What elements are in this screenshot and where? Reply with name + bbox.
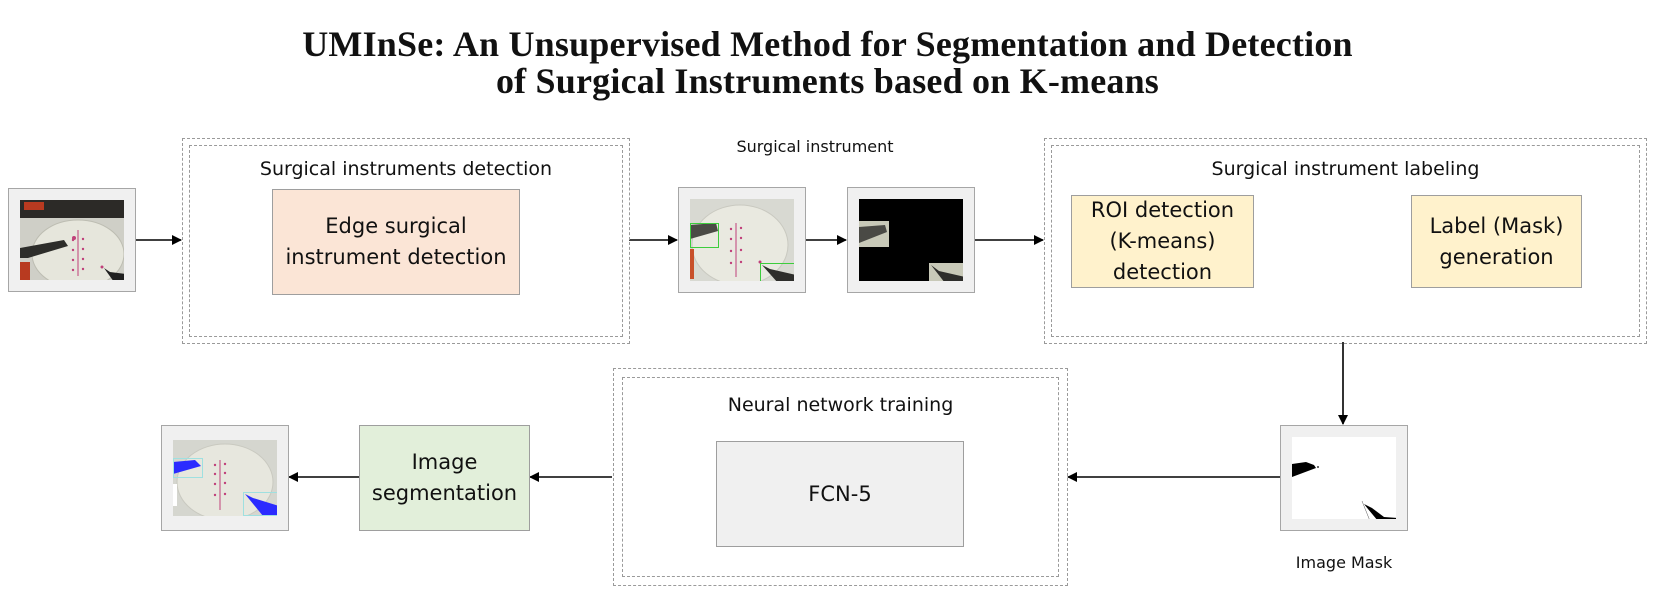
segmented-output-frame xyxy=(161,425,289,531)
roi-kmeans-detection-box: ROI detection (K-means) detection xyxy=(1071,195,1254,288)
input-image-frame xyxy=(8,188,136,292)
group-title-training: Neural network training xyxy=(727,394,954,416)
edge-detection-line-2: instrument detection xyxy=(285,245,507,269)
roi-line-1: ROI detection xyxy=(1090,198,1235,222)
edge-detection-line-1: Edge surgical xyxy=(325,214,467,238)
roi-line-3: detection xyxy=(1112,260,1213,284)
mask-gen-line-1: Label (Mask) xyxy=(1429,213,1564,238)
label-mask-generation-box: Label (Mask) generation xyxy=(1411,195,1582,288)
cropped-instruments-image xyxy=(859,199,963,281)
cropped-instruments-frame xyxy=(847,187,975,293)
title-line-2: of Surgical Instruments based on K-means xyxy=(495,61,1160,101)
segmented-output-image xyxy=(173,440,277,516)
surgical-instrument-label: Surgical instrument xyxy=(736,137,894,156)
image-segmentation-box: Image segmentation xyxy=(359,425,530,531)
fcn-5-box: FCN-5 xyxy=(716,441,964,547)
image-mask-label: Image Mask xyxy=(1295,553,1393,572)
roi-line-2: (K-means) xyxy=(1109,229,1216,253)
group-surgical-instruments-detection: Surgical instruments detection xyxy=(182,138,630,344)
detected-instruments-frame xyxy=(678,187,806,293)
image-mask-frame xyxy=(1280,425,1408,531)
segmentation-line-2: segmentation xyxy=(371,481,518,505)
image-mask-image xyxy=(1292,437,1396,519)
title-line-1: UMInSe: An Unsupervised Method for Segme… xyxy=(302,24,1353,64)
segmentation-line-1: Image xyxy=(411,450,478,474)
group-surgical-instrument-labeling: Surgical instrument labeling xyxy=(1044,138,1647,344)
edge-instrument-detection-box: Edge surgical instrument detection xyxy=(272,189,520,295)
group-neural-network-training: Neural network training xyxy=(613,368,1068,586)
input-surgical-image xyxy=(20,200,124,280)
group-title-detection: Surgical instruments detection xyxy=(259,158,553,180)
diagram-title: UMInSe: An Unsupervised Method for Segme… xyxy=(0,26,1655,100)
detected-instruments-image xyxy=(690,199,794,281)
mask-gen-line-2: generation xyxy=(1439,244,1554,269)
group-title-labeling: Surgical instrument labeling xyxy=(1211,158,1480,180)
fcn-5-label: FCN-5 xyxy=(808,481,872,506)
